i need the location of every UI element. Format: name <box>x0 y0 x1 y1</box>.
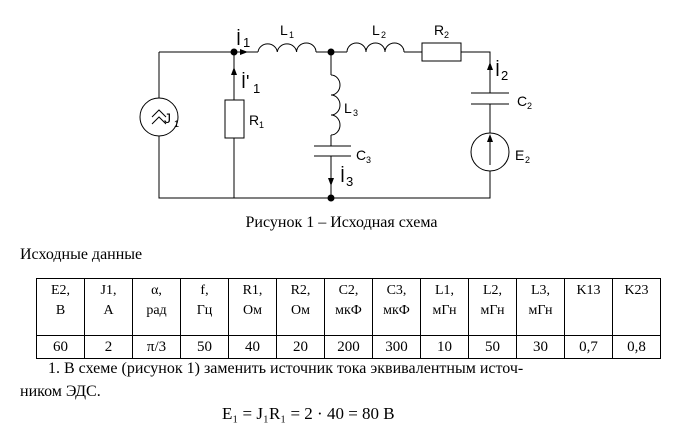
label-c3: C <box>356 147 366 163</box>
inductor-l2 <box>346 42 405 53</box>
label-i3-sub: 3 <box>346 174 353 189</box>
table-header-cell: E2, В <box>36 278 85 336</box>
label-j1-sub: 1 <box>174 119 179 129</box>
table-value-cell: 0,8 <box>612 335 661 359</box>
table-header-cell: J1, А <box>84 278 133 336</box>
label-c2: C <box>517 93 527 109</box>
table-value-cell: 10 <box>420 335 469 359</box>
label-l2-sub: 2 <box>381 30 386 40</box>
header-param: C2, <box>338 283 359 298</box>
header-unit: мГн <box>432 303 457 318</box>
table-value-cell: 20 <box>276 335 325 359</box>
label-i1-prime: İ' <box>241 72 249 92</box>
header-param: α, <box>151 283 162 298</box>
label-r2-sub: 2 <box>444 30 449 40</box>
resistor-r2 <box>421 42 462 62</box>
formula: E₁ = J₁R₁ = 2 · 40 = 80 В <box>222 404 395 423</box>
capacitor-c3 <box>314 145 351 157</box>
table-value-cell: 60 <box>36 335 85 359</box>
label-i2-sub: 2 <box>501 68 508 83</box>
table-header-cell: L2, мГн <box>468 278 517 336</box>
label-e2-sub: 2 <box>525 155 530 165</box>
label-c2-sub: 2 <box>527 101 532 111</box>
table-value-cell: 50 <box>468 335 517 359</box>
label-i1: İ <box>236 29 241 49</box>
table-value-cell: 40 <box>228 335 277 359</box>
figure-caption: Рисунок 1 – Исходная схема <box>245 214 438 231</box>
label-r1: R <box>249 112 259 128</box>
header-param: L1, <box>434 283 455 298</box>
table-value-cell: 50 <box>180 335 229 359</box>
header-unit: рад <box>146 303 167 318</box>
table-value-cell: 200 <box>324 335 373 359</box>
table-header-cell: R1, Ом <box>228 278 277 336</box>
table-header-cell: K23 <box>612 278 661 336</box>
table-header-cell: K13 <box>564 278 613 336</box>
capacitor-c2 <box>471 92 509 105</box>
section-heading: Исходные данные <box>20 246 143 263</box>
label-c3-sub: 3 <box>366 155 371 165</box>
label-j1: J <box>164 110 171 126</box>
table-header-cell: f, Гц <box>180 278 229 336</box>
table-header-cell: C3, мкФ <box>372 278 421 336</box>
header-param: R2, <box>290 283 311 298</box>
table-header-cell: L1, мГн <box>420 278 469 336</box>
voltage-source-e2 <box>470 132 510 172</box>
label-i1-sub: 1 <box>243 35 250 50</box>
table-value-cell: 0,7 <box>564 335 613 359</box>
table-value-cell: 2 <box>84 335 133 359</box>
header-unit: мГн <box>480 303 505 318</box>
header-param: K13 <box>576 283 601 298</box>
header-unit: мкФ <box>383 303 410 318</box>
header-param: E2, <box>50 283 71 298</box>
label-l1: L <box>280 22 288 38</box>
header-param: f, <box>200 283 209 298</box>
label-i1-prime-sub: 1 <box>253 81 260 96</box>
header-unit: мкФ <box>335 303 362 318</box>
label-l1-sub: 1 <box>289 30 294 40</box>
table-value-cell: 300 <box>372 335 421 359</box>
label-e2: E <box>515 147 524 163</box>
table-header-cell: C2, мкФ <box>324 278 373 336</box>
header-param: R1, <box>242 283 263 298</box>
current-source-j1 <box>139 97 179 137</box>
header-param: L2, <box>482 283 503 298</box>
resistor-r1 <box>224 99 245 139</box>
label-i2: İ <box>495 60 500 80</box>
table-header-cell: α, рад <box>132 278 181 336</box>
header-unit: мГн <box>528 303 553 318</box>
header-param: J1, <box>100 283 117 298</box>
label-r2: R <box>434 22 444 38</box>
header-param: C3, <box>386 283 407 298</box>
table-value-cell: 30 <box>516 335 565 359</box>
label-r1-sub: 1 <box>259 120 264 130</box>
task-text-line1: 1. В схеме (рисунок 1) заменить источник… <box>48 360 524 377</box>
header-unit: В <box>55 303 66 318</box>
header-unit: Ом <box>243 303 262 318</box>
header-unit: Ом <box>291 303 310 318</box>
table-header-cell: L3, мГн <box>516 278 565 336</box>
inductor-l1 <box>257 42 317 53</box>
task-text-line2: ником ЭДС. <box>20 383 101 400</box>
label-i3: İ <box>340 166 345 186</box>
label-l2: L <box>372 22 380 38</box>
label-l3-sub: 3 <box>353 108 358 118</box>
header-param: L3, <box>530 283 551 298</box>
inductor-l3 <box>330 74 341 136</box>
label-l3: L <box>344 100 352 116</box>
table-header-cell: R2, Ом <box>276 278 325 336</box>
header-param: K23 <box>624 283 649 298</box>
table-value-cell: π/3 <box>132 335 181 359</box>
header-unit: А <box>103 303 114 318</box>
header-unit: Гц <box>196 303 213 318</box>
